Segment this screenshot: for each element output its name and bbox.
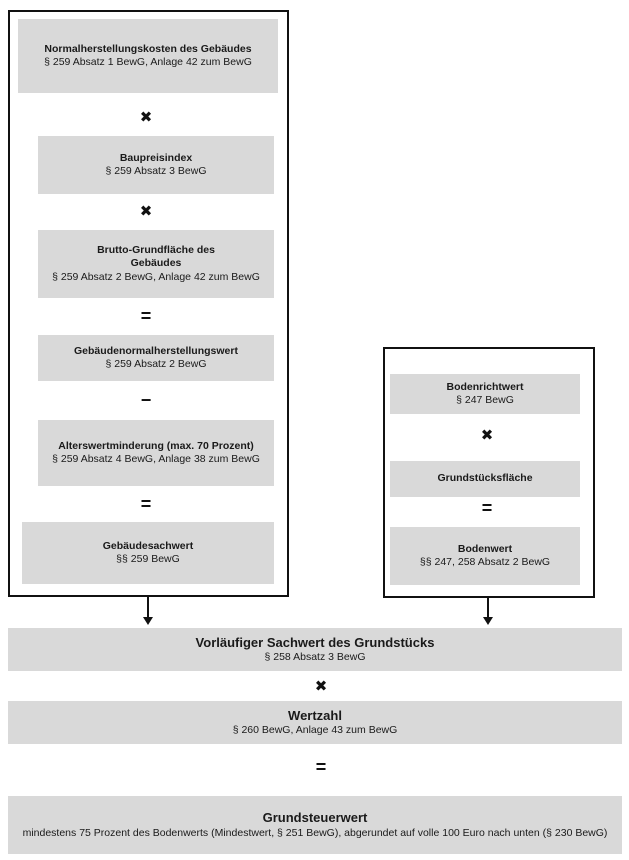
multiply-operator: ✖: [139, 203, 153, 220]
building-cost-box: Normalherstellungskosten des Gebäudes § …: [18, 19, 278, 93]
value-factor-ref: § 260 BewG, Anlage 43 zum BewG: [232, 724, 398, 737]
property-tax-value-box: Grundsteuerwert mindestens 75 Prozent de…: [8, 796, 622, 854]
land-ref-value-ref: § 247 BewG: [456, 394, 514, 406]
equals-operator: =: [315, 757, 327, 777]
floor-area-title: Brutto-Grundfläche des Gebäudes: [97, 244, 215, 270]
land-value-ref: §§ 247, 258 Absatz 2 BewG: [419, 556, 551, 568]
land-value-frame: [383, 347, 595, 598]
building-value-title: Gebäudesachwert: [102, 539, 194, 552]
land-ref-value-box: Bodenrichtwert § 247 BewG: [390, 374, 580, 414]
provisional-value-ref: § 258 Absatz 3 BewG: [264, 651, 366, 664]
equals-operator: =: [481, 498, 493, 518]
value-factor-title: Wertzahl: [288, 707, 342, 723]
building-cost-ref: § 259 Absatz 1 BewG, Anlage 42 zum BewG: [44, 56, 252, 68]
building-value-ref: §§ 259 BewG: [116, 553, 180, 565]
value-factor-box: Wertzahl § 260 BewG, Anlage 43 zum BewG: [8, 701, 622, 744]
age-reduction-ref: § 259 Absatz 4 BewG, Anlage 38 zum BewG: [52, 453, 260, 465]
building-value-box: Gebäudesachwert §§ 259 BewG: [22, 522, 274, 584]
price-index-ref: § 259 Absatz 3 BewG: [105, 165, 207, 177]
age-reduction-title: Alterswertminderung (max. 70 Prozent): [58, 439, 254, 452]
equals-operator: =: [140, 306, 152, 326]
plot-area-box: Grundstücksfläche: [390, 461, 580, 497]
provisional-value-box: Vorläufiger Sachwert des Grundstücks § 2…: [8, 628, 622, 671]
building-cost-title: Normalherstellungskosten des Gebäudes: [44, 42, 252, 55]
minus-operator: −: [140, 390, 152, 410]
multiply-operator: ✖: [139, 109, 153, 126]
building-value-frame: [8, 10, 289, 597]
land-value-box: Bodenwert §§ 247, 258 Absatz 2 BewG: [390, 527, 580, 585]
normal-value-ref: § 259 Absatz 2 BewG: [105, 358, 207, 370]
provisional-value-title: Vorläufiger Sachwert des Grundstücks: [195, 634, 435, 650]
property-tax-value-title: Grundsteuerwert: [262, 810, 368, 826]
equals-operator: =: [140, 494, 152, 514]
multiply-operator: ✖: [314, 678, 328, 695]
land-ref-value-title: Bodenrichtwert: [446, 380, 524, 393]
land-value-title: Bodenwert: [457, 542, 513, 555]
property-tax-value-ref: mindestens 75 Prozent des Bodenwerts (Mi…: [22, 826, 608, 839]
floor-area-ref: § 259 Absatz 2 BewG, Anlage 42 zum BewG: [52, 270, 260, 283]
multiply-operator: ✖: [480, 427, 494, 444]
normal-value-box: Gebäudenormalherstellungswert § 259 Absa…: [38, 335, 274, 381]
price-index-title: Baupreisindex: [119, 151, 193, 164]
normal-value-title: Gebäudenormalherstellungswert: [74, 344, 238, 357]
age-reduction-box: Alterswertminderung (max. 70 Prozent) § …: [38, 420, 274, 486]
price-index-box: Baupreisindex § 259 Absatz 3 BewG: [38, 136, 274, 194]
plot-area-title: Grundstücksfläche: [437, 472, 533, 485]
floor-area-box: Brutto-Grundfläche des Gebäudes § 259 Ab…: [38, 230, 274, 298]
